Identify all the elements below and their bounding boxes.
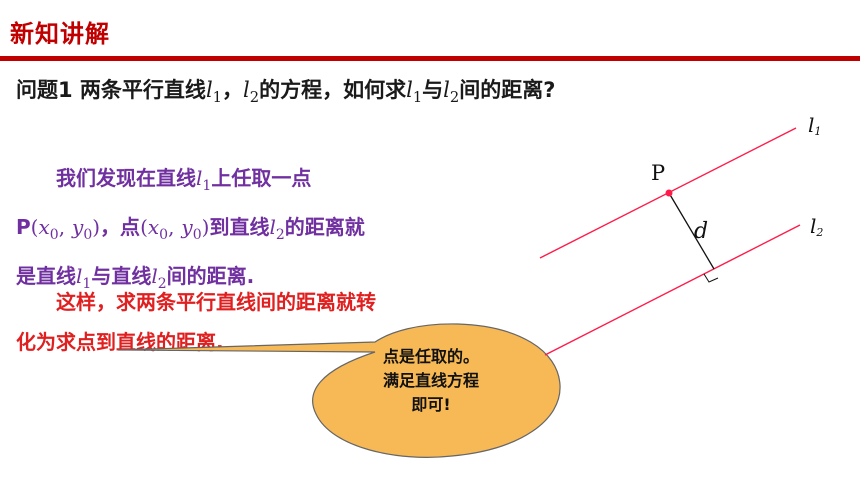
- callout-line-3: 即可!: [411, 395, 451, 414]
- var-letter: l: [406, 78, 413, 102]
- point-name: P: [16, 215, 31, 239]
- var-subscript: 0: [159, 227, 169, 243]
- var-subscript: 0: [83, 227, 93, 243]
- var-l1: l1: [196, 166, 211, 194]
- var-subscript: 2: [157, 276, 167, 292]
- var-y0: y0: [181, 215, 201, 243]
- paren-sep: ,: [168, 215, 175, 239]
- var-x0: x0: [147, 215, 168, 243]
- page-title: 新知讲解: [10, 20, 110, 48]
- var-l2: l2: [243, 78, 259, 106]
- line-label-l2: l2: [810, 214, 823, 239]
- point-label: P: [651, 161, 665, 185]
- var-letter: y: [72, 215, 84, 239]
- var-letter: y: [181, 215, 193, 239]
- explain-line-3: 是直线l1与直线l2间的距离.: [16, 256, 536, 305]
- text-run: 间的距离.: [166, 264, 255, 288]
- question-suffix: 间的距离?: [459, 78, 556, 102]
- var-subscript: 2: [249, 89, 260, 107]
- paren-sep: ,: [58, 215, 66, 239]
- var-y0: y0: [72, 215, 92, 243]
- callout-text: 点是任取的。 满足直线方程 即可!: [342, 345, 520, 417]
- var-letter: x: [38, 215, 50, 239]
- distance-label: d: [694, 219, 708, 244]
- point-p: [665, 189, 673, 197]
- explanation-paragraph: 我们发现在直线l1上任取一点 P(x0, y0)，点(x0, y0)到直线l2的…: [16, 158, 536, 305]
- question-text: 问题1 两条平行直线l1，l2的方程，如何求l1与l2间的距离?: [16, 74, 555, 106]
- paren-open: (: [140, 215, 148, 239]
- var-l2: l2: [443, 78, 459, 106]
- explain-line-1: 我们发现在直线l1上任取一点: [16, 158, 536, 207]
- callout-line-1: 点是任取的。: [382, 347, 479, 366]
- conclusion-line-1: 这样，求两条平行直线间的距离就转: [16, 282, 536, 322]
- paren-open: (: [30, 215, 39, 239]
- perpendicular-segment: [668, 192, 715, 270]
- label-subscript: 1: [814, 125, 821, 138]
- question-prefix: 问题1 两条平行直线: [16, 78, 206, 102]
- text-run: 这样，求两条平行直线间的距离就转: [56, 290, 376, 314]
- var-letter: l: [196, 166, 203, 190]
- var-letter: l: [151, 264, 158, 288]
- var-subscript: 0: [192, 227, 202, 243]
- paren-close: ): [92, 215, 101, 239]
- var-subscript: 1: [412, 89, 423, 107]
- explain-line-2: P(x0, y0)，点(x0, y0)到直线l2的距离就: [16, 207, 536, 256]
- var-subscript: 2: [449, 89, 460, 107]
- text-run: 到直线: [209, 215, 270, 239]
- var-subscript: 2: [275, 227, 285, 243]
- line-label-l1: l1: [808, 113, 821, 138]
- var-letter: l: [443, 78, 450, 102]
- text-run: ，点: [100, 215, 141, 239]
- var-l1: l1: [406, 78, 422, 106]
- callout-line-2: 满足直线方程: [382, 371, 479, 390]
- var-l1: l1: [76, 264, 91, 292]
- text-run: 我们发现在直线: [56, 166, 196, 190]
- var-x0: x0: [38, 215, 58, 243]
- var-l2: l2: [151, 264, 166, 292]
- label-letter: l: [808, 113, 814, 137]
- text-run: 是直线: [16, 264, 76, 288]
- var-letter: x: [147, 215, 160, 239]
- text-run: 的距离就: [284, 215, 365, 239]
- var-subscript: 1: [202, 178, 212, 194]
- header-divider: [0, 56, 860, 61]
- paren-close: ): [201, 215, 210, 239]
- var-letter: l: [269, 215, 276, 239]
- label-letter: l: [810, 214, 816, 238]
- line-l2: [544, 224, 801, 356]
- question-and: 与: [422, 78, 444, 102]
- callout-bubble: [117, 323, 561, 458]
- text-run: 上任取一点: [211, 166, 312, 190]
- var-subscript: 1: [82, 276, 92, 292]
- var-l2: l2: [269, 215, 284, 243]
- var-subscript: 0: [49, 227, 59, 243]
- label-subscript: 2: [815, 226, 823, 239]
- text-run: 与直线: [91, 264, 152, 288]
- var-subscript: 1: [212, 89, 223, 107]
- var-l1: l1: [205, 78, 222, 106]
- question-mid: 的方程，如何求: [259, 78, 407, 102]
- question-comma: ，: [222, 78, 244, 102]
- right-angle-marker: [703, 273, 719, 283]
- var-letter: l: [205, 78, 213, 102]
- var-letter: l: [243, 78, 250, 102]
- var-letter: l: [76, 264, 83, 288]
